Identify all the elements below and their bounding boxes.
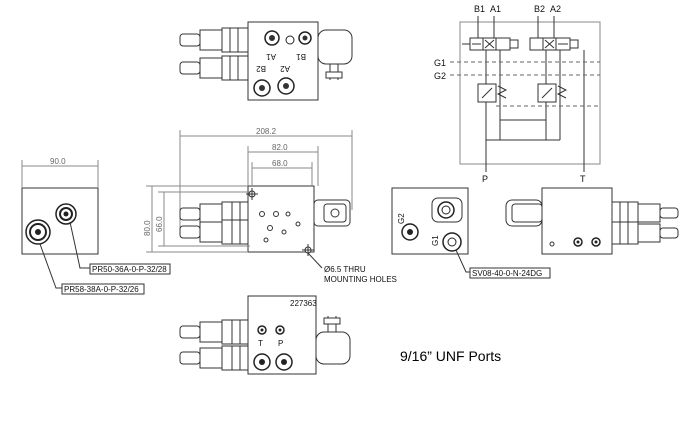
callout-relief-small: PR50-36A-0-P-32/28 [92,265,167,274]
callout-relief-large: PR58-38A-0-P-32/26 [64,285,139,294]
rear-view [505,187,679,255]
front-view: 208.2 82.0 68.0 80.0 66.0 [143,127,397,284]
dim-side-width: 90.0 [50,157,66,166]
callout-mounting-line1: Ø6.5 THRU [324,265,366,274]
side-view-left: 90.0 PR50-36A-0-P-32/28 PR58-38A-0-P-32/… [21,157,171,295]
bottom-cartridge-lower [179,345,249,371]
top-cartridge-upper [179,27,249,53]
rear-cartridge-upper [611,201,679,225]
label-p: P [278,339,283,348]
top-solenoid [317,29,353,80]
front-solenoid [313,199,351,227]
bottom-solenoid [315,316,351,365]
part-number: 227363 [290,299,317,308]
schematic-label-p: P [482,174,488,184]
hydraulic-schematic: B1 A1 B2 A2 G1 G2 P T [434,4,601,184]
schematic-label-b2: B2 [534,4,545,14]
valve-label-g1: G1 [431,235,440,246]
top-view: A1 B1 B2 A2 [179,21,353,101]
valve-side-view: G2 G1 SV08-40-0-N-24DG [391,187,551,279]
schematic-label-b1: B1 [474,4,485,14]
schematic-label-g2: G2 [434,71,446,81]
schematic-label-a1: A1 [490,4,501,14]
label-a1: A1 [266,52,276,61]
schematic-frame [459,21,601,165]
label-t: T [258,339,263,348]
label-a2: A2 [280,64,290,73]
front-cartridge-lower [179,219,249,245]
schematic-relief-1 [477,83,508,103]
schematic-label-g1: G1 [434,58,446,68]
schematic-valve-2 [529,37,579,51]
bottom-view: 227363 T P [179,295,351,375]
label-b2: B2 [256,64,266,73]
schematic-label-t: T [580,174,586,184]
callout-solenoid-valve: SV08-40-0-N-24DG [472,269,542,278]
dim-height-80: 80.0 [143,220,152,236]
callout-mounting-line2: MOUNTING HOLES [324,275,397,284]
port-b1-circle [285,35,295,45]
rear-solenoid [505,199,543,227]
schematic-valve-1 [462,37,519,51]
schematic-relief-2 [537,83,568,103]
dim-width-68: 68.0 [272,159,288,168]
valve-label-g2: G2 [397,213,406,224]
label-b1: B1 [296,52,306,61]
front-view-block [247,185,315,253]
schematic-label-a2: A2 [550,4,561,14]
dim-overall-width: 208.2 [256,127,277,136]
bottom-cartridge-upper [179,319,249,345]
port-thread-note: 9/16” UNF Ports [400,348,502,364]
top-cartridge-lower [179,55,249,81]
rear-cartridge-lower [611,221,679,245]
dim-width-82: 82.0 [272,143,288,152]
dim-height-66: 66.0 [155,216,164,232]
